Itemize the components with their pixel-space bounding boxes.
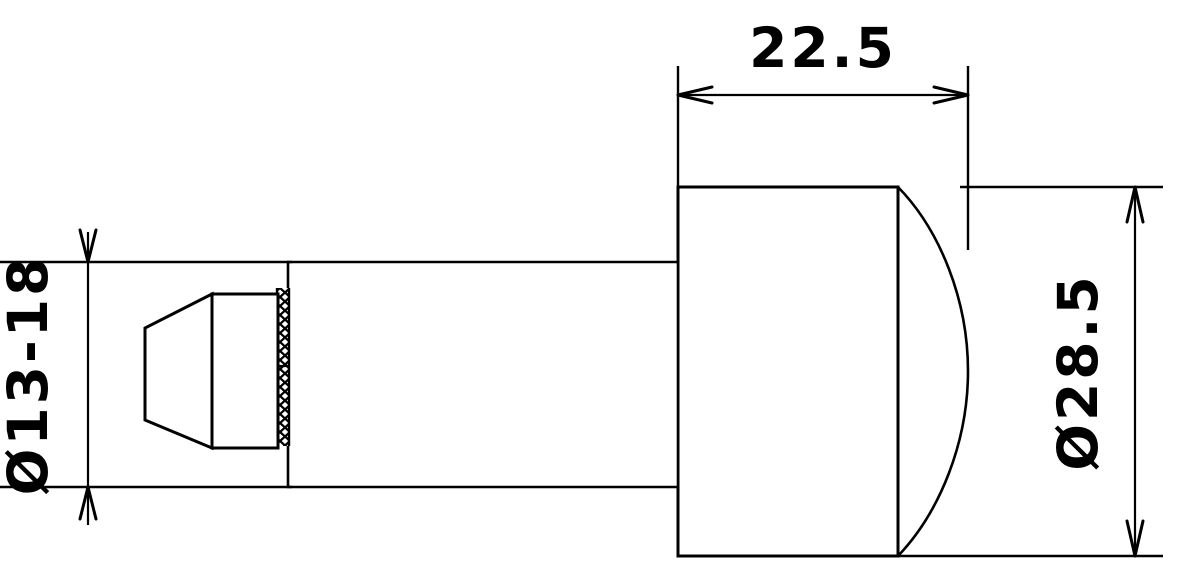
arrowhead-left-22-5: [676, 85, 714, 105]
part-geometry: [143, 185, 970, 558]
arrowhead-top-28-5: [1125, 185, 1145, 224]
body-outline: [676, 185, 900, 558]
arrowhead-top-13-18: [78, 228, 98, 264]
dimension-label-22-5: 22.5: [749, 16, 897, 80]
dimension-22-5: [676, 66, 970, 250]
arrowhead-bottom-13-18: [78, 485, 98, 521]
arrowhead-right-22-5: [932, 85, 970, 105]
shaft-outline: [286, 260, 680, 489]
dimension-label-13-18: Ø13-18: [0, 255, 60, 496]
dimension-28-5: [690, 185, 1163, 558]
dimension-label-28-5: Ø28.5: [1046, 273, 1110, 470]
lens-cap-curve: [897, 186, 970, 557]
dimension-13-18: [0, 228, 292, 525]
collar-outline: [210, 292, 280, 450]
arrowhead-bottom-28-5: [1125, 519, 1145, 558]
